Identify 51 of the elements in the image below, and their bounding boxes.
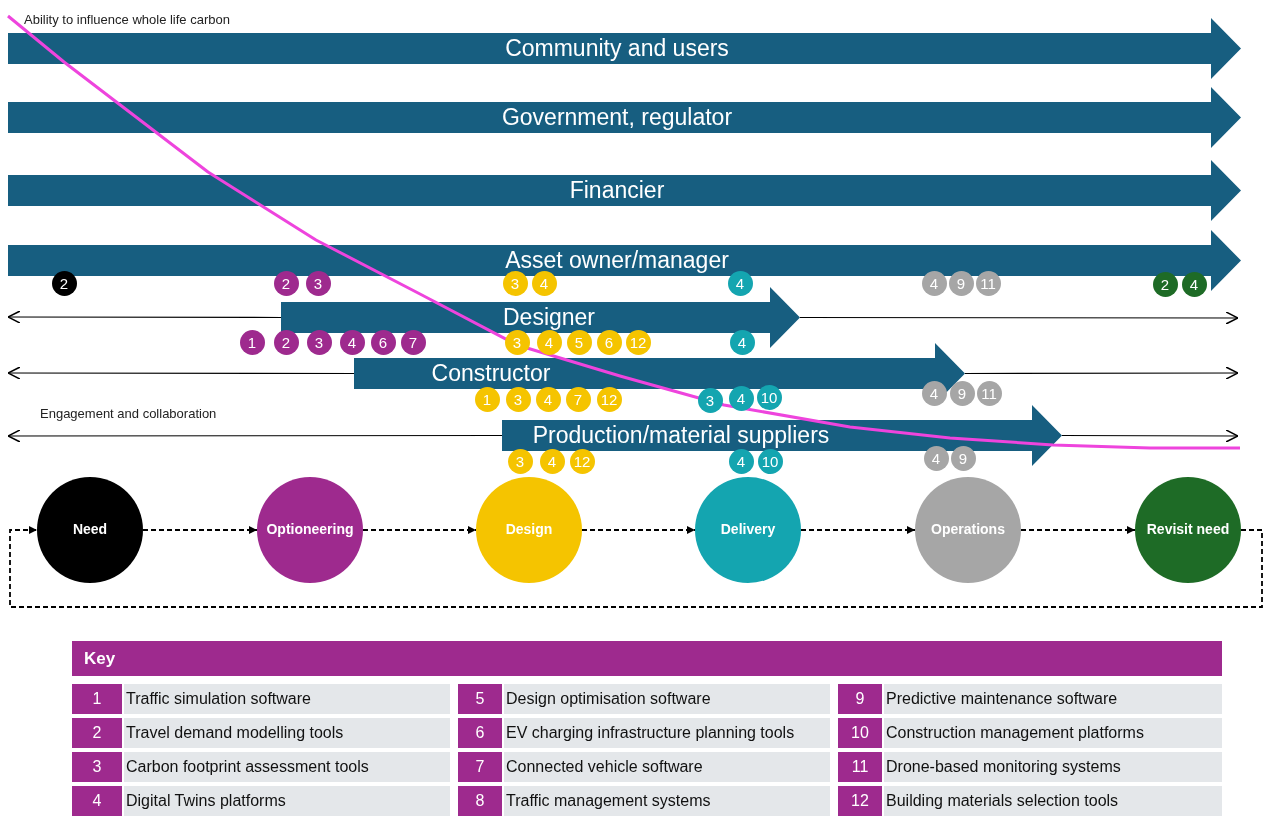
- key-description: Travel demand modelling tools: [124, 718, 450, 748]
- key-description: Building materials selection tools: [884, 786, 1222, 816]
- number-badge: 1: [239, 329, 265, 355]
- key-description: Traffic simulation software: [124, 684, 450, 714]
- key-number: 11: [838, 752, 882, 782]
- dashed-arrow: [800, 526, 916, 534]
- dashed-arrow: [1020, 526, 1136, 534]
- key-number: 5: [458, 684, 502, 714]
- key-number: 10: [838, 718, 882, 748]
- dashed-arrow: [9, 526, 1263, 608]
- arrow: [1061, 429, 1239, 443]
- stakeholder-label: Asset owner/manager: [505, 249, 729, 272]
- note-label: Engagement and collaboration: [40, 405, 217, 423]
- number-badge: 2: [273, 329, 299, 355]
- stakeholder-label: Production/material suppliers: [532, 424, 830, 447]
- key-number: 4: [72, 786, 122, 816]
- dashed-arrow: [581, 526, 696, 534]
- stakeholder-label: Designer: [503, 306, 595, 329]
- key-description: Connected vehicle software: [504, 752, 830, 782]
- arrow: [799, 311, 1239, 325]
- arrow: [7, 429, 503, 443]
- key-number: 8: [458, 786, 502, 816]
- key-number: 12: [838, 786, 882, 816]
- key-number: 3: [72, 752, 122, 782]
- key-number: 6: [458, 718, 502, 748]
- key-description: Drone-based monitoring systems: [884, 752, 1222, 782]
- stakeholder-label: Community and users: [505, 37, 729, 60]
- number-badge: 3: [697, 387, 723, 413]
- arrow: [7, 366, 355, 380]
- key-number: 7: [458, 752, 502, 782]
- dashed-arrow: [362, 526, 477, 534]
- stakeholder-label: Government, regulator: [501, 106, 733, 129]
- dashed-arrow: [142, 526, 258, 534]
- stakeholder-label: Financier: [569, 179, 665, 202]
- arrow: [7, 310, 282, 324]
- axis-label: Ability to influence whole life carbon: [24, 11, 230, 29]
- key-description: Predictive maintenance software: [884, 684, 1222, 714]
- key-header: Key: [72, 641, 1222, 676]
- arrow: [964, 366, 1239, 380]
- key-description: Traffic management systems: [504, 786, 830, 816]
- key-description: Design optimisation software: [504, 684, 830, 714]
- key-number: 9: [838, 684, 882, 714]
- key-description: EV charging infrastructure planning tools: [504, 718, 830, 748]
- number-badge: 11: [976, 380, 1002, 406]
- key-number: 2: [72, 718, 122, 748]
- key-description: Carbon footprint assessment tools: [124, 752, 450, 782]
- stakeholder-label: Constructor: [431, 362, 551, 385]
- key-description: Construction management platforms: [884, 718, 1222, 748]
- key-number: 1: [72, 684, 122, 714]
- number-badge: 9: [949, 380, 975, 406]
- key-description: Digital Twins platforms: [124, 786, 450, 816]
